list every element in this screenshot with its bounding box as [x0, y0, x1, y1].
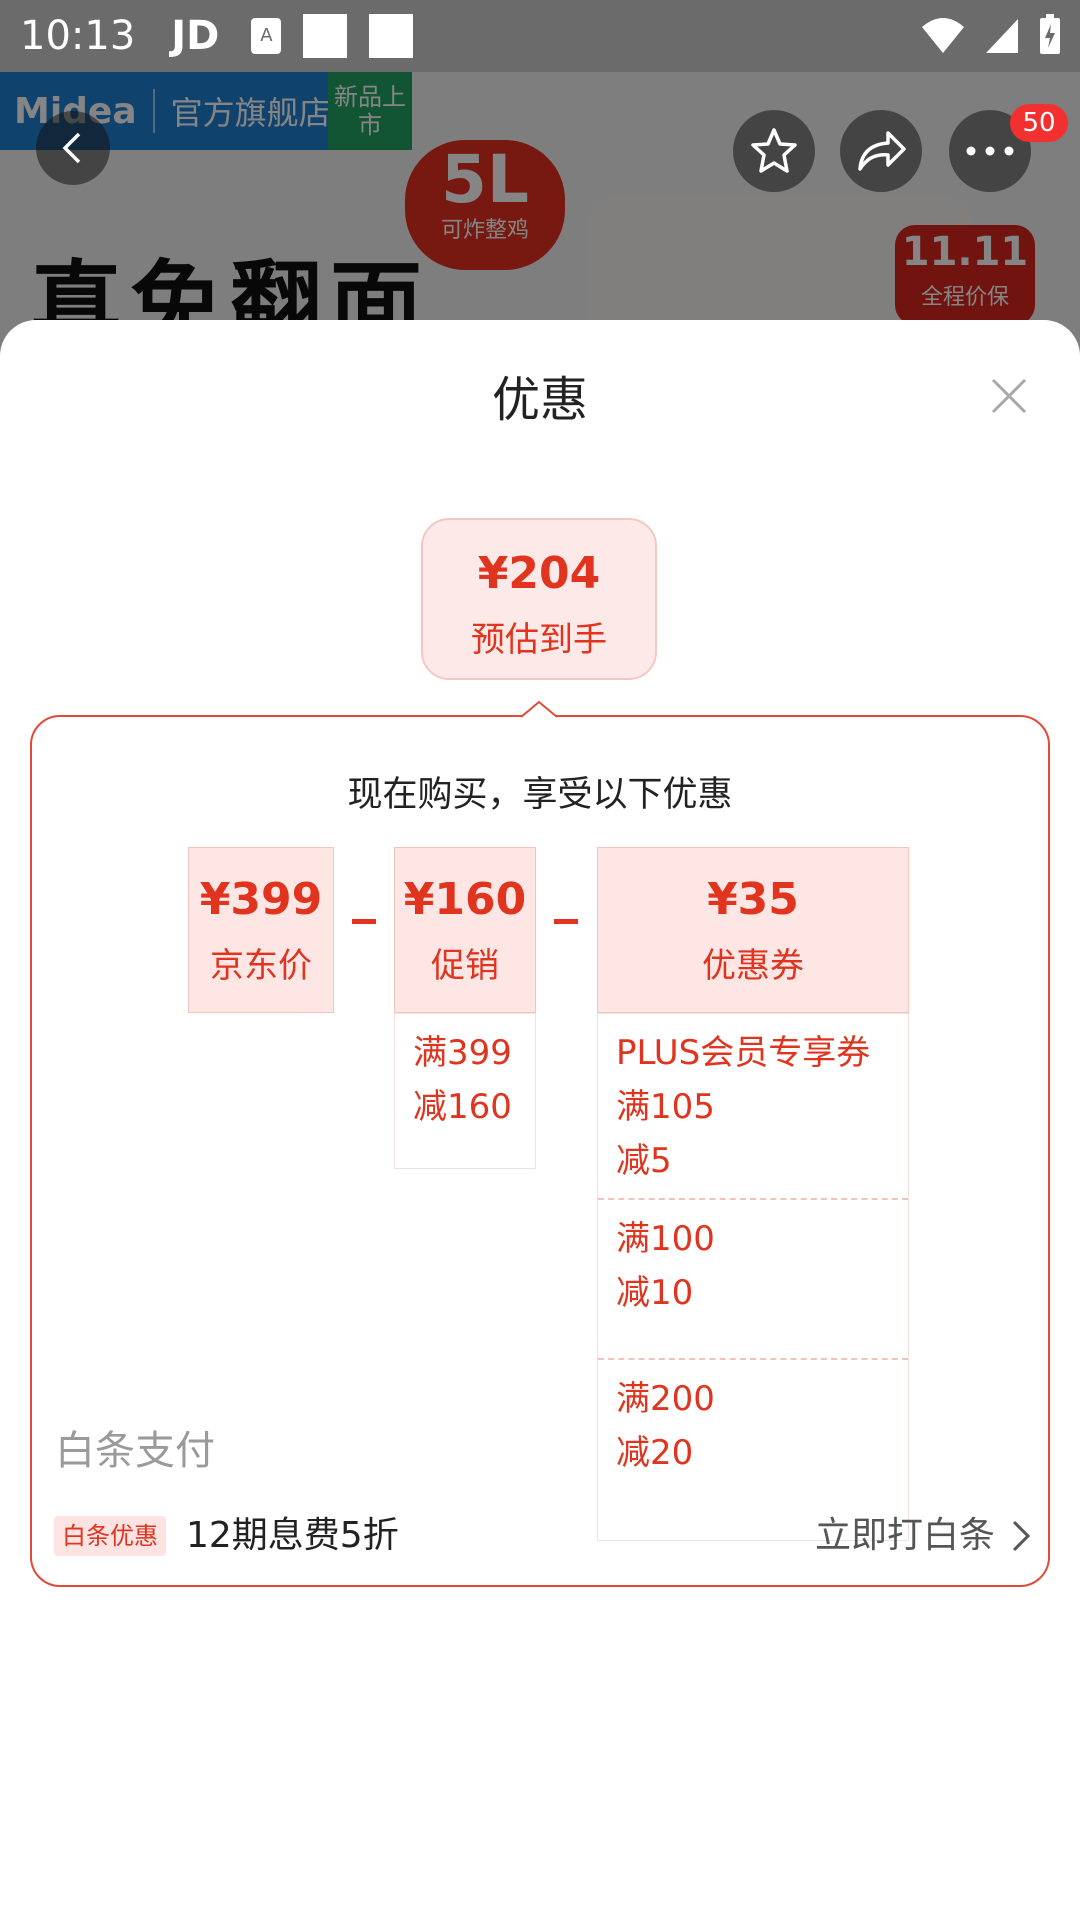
baitiao-offer-row[interactable]: 白条优惠 12期息费5折 立即打白条	[0, 1510, 1080, 1580]
share-button[interactable]	[840, 110, 922, 192]
coupon-threshold: 满100	[616, 1219, 715, 1259]
status-bar: 10:13 JD A	[0, 0, 1080, 72]
chevron-left-icon	[62, 132, 81, 164]
promotion-reduction: 减160	[413, 1087, 512, 1127]
coupon-threshold: 满200	[616, 1379, 715, 1419]
baitiao-action-link[interactable]: 立即打白条	[815, 1515, 996, 1556]
coupon-reduction: 减20	[616, 1433, 694, 1473]
jd-notification-icon: JD	[171, 13, 220, 59]
breakdown-title: 现在购买，享受以下优惠	[347, 775, 733, 815]
notification-square-icon-2	[369, 14, 414, 58]
store-name: 官方旗舰店	[170, 94, 331, 132]
coupon-reduction: 减10	[616, 1273, 694, 1313]
signal-icon	[986, 19, 1018, 53]
estimated-price: ¥204	[477, 548, 601, 599]
minus-sign-2	[554, 919, 578, 924]
capacity-badge: 5L 可炸整鸡	[405, 140, 565, 270]
box-pointer	[521, 700, 557, 721]
sheet-title: 优惠	[491, 372, 588, 428]
more-dots-icon	[966, 146, 1014, 156]
promotion-threshold: 满399	[413, 1033, 512, 1073]
coupon-detail-list: PLUS会员专享券 满105 减5 满100 减10 满200 减20	[597, 1013, 909, 1541]
discount-sheet: 优惠 ¥204 预估到手 现在购买，享受以下优惠 ¥399 京东价 ¥160 促…	[0, 320, 1080, 1920]
promotion-amount: ¥160	[403, 874, 527, 925]
wifi-icon	[922, 18, 964, 53]
notification-a-icon: A	[251, 18, 282, 54]
event-badge-title: 11.11	[901, 229, 1029, 275]
baitiao-offer-text: 12期息费5折	[186, 1515, 399, 1556]
status-icons	[920, 14, 1062, 56]
minus-sign	[352, 919, 376, 924]
new-arrival-tag: 新品上市	[328, 72, 412, 150]
promotion-detail-item: 满399 减160	[395, 1014, 535, 1148]
battery-icon	[1040, 14, 1060, 54]
coupon-reduction: 减5	[616, 1141, 672, 1181]
coupon-detail-item: 满100 减10	[598, 1198, 908, 1358]
estimated-price-label: 预估到手	[471, 620, 607, 660]
chevron-right-icon	[1012, 1520, 1031, 1552]
coupon-detail-item: PLUS会员专享券 满105 减5	[598, 1014, 908, 1198]
coupon-amount: ¥35	[707, 874, 799, 925]
banner-divider	[152, 89, 155, 133]
event-badge-subtitle: 全程价保	[920, 285, 1009, 310]
star-icon	[751, 128, 797, 173]
coupon-name: PLUS会员专享券	[616, 1033, 871, 1073]
promotion-detail: 满399 减160	[394, 1013, 536, 1169]
baitiao-section-title: 白条支付	[55, 1428, 215, 1474]
capacity-value: 5L	[441, 141, 529, 218]
promotion-label: 促销	[431, 946, 499, 986]
promotion-box: ¥160 促销	[394, 847, 536, 1013]
coupon-label: 优惠券	[702, 946, 804, 986]
status-time: 10:13	[20, 13, 136, 59]
event-badge: 11.11 全程价保	[895, 225, 1035, 325]
jd-price-box: ¥399 京东价	[188, 847, 334, 1013]
notification-square-icon	[303, 14, 348, 58]
jd-price-label: 京东价	[210, 946, 312, 986]
close-icon	[991, 378, 1027, 414]
coupon-box: ¥35 优惠券	[597, 847, 909, 1013]
close-button[interactable]	[985, 372, 1033, 420]
share-icon	[858, 131, 906, 171]
estimated-price-card: ¥204 预估到手	[421, 518, 657, 680]
back-button[interactable]	[36, 111, 110, 185]
notification-count-badge: 50	[1010, 104, 1068, 142]
coupon-detail-item: 满200 减20	[598, 1358, 908, 1518]
baitiao-tag: 白条优惠	[54, 1516, 166, 1556]
capacity-subtitle: 可炸整鸡	[440, 218, 529, 243]
favorite-button[interactable]	[733, 110, 815, 192]
coupon-threshold: 满105	[616, 1087, 715, 1127]
jd-price-amount: ¥399	[199, 874, 323, 925]
